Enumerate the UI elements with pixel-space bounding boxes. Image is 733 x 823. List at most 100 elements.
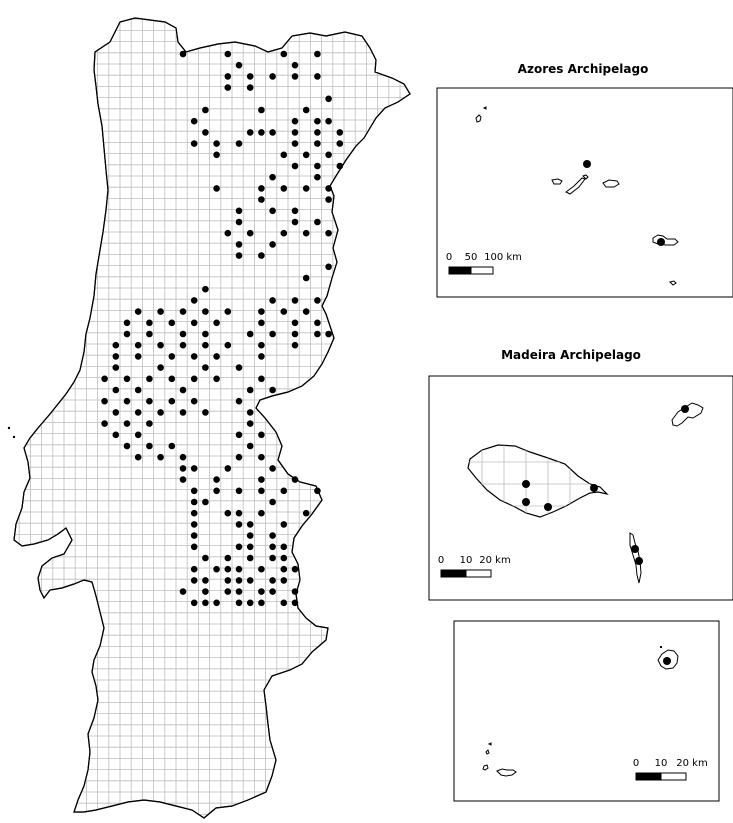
mainland-record — [269, 577, 276, 584]
mainland-record — [146, 330, 153, 338]
madeira-record — [635, 557, 643, 565]
mainland-record — [202, 330, 209, 338]
mainland-record — [146, 375, 153, 383]
mainland-record — [302, 151, 310, 159]
mainland-record — [269, 588, 276, 595]
mainland-record — [202, 308, 209, 315]
mainland-record — [302, 185, 310, 192]
mainland-record — [269, 73, 276, 80]
scale-label-0: 0 — [438, 555, 444, 566]
mainland-record — [190, 599, 198, 607]
mainland-record — [302, 229, 310, 237]
mainland-record — [134, 308, 142, 315]
mainland-record — [258, 599, 265, 607]
mainland-record — [325, 151, 332, 159]
mainland-record — [291, 129, 299, 136]
mainland-record — [146, 319, 153, 327]
mainland-record — [246, 442, 254, 450]
mainland-record — [190, 532, 198, 539]
mainland-record — [224, 588, 232, 595]
scale-label-1: 50 — [465, 252, 478, 263]
mainland-record — [134, 453, 142, 461]
mainland-record — [224, 565, 232, 573]
mainland-record — [280, 577, 288, 584]
mainland-record — [269, 386, 276, 394]
mainland-record — [336, 129, 344, 136]
mainland-record — [157, 364, 164, 371]
mainland-record — [280, 50, 288, 58]
mainland-record — [123, 319, 131, 327]
mainland-record — [213, 151, 220, 159]
mainland-record — [235, 241, 243, 248]
mainland-record — [202, 599, 209, 607]
mainland-record — [246, 577, 254, 584]
mainland-record — [202, 409, 209, 416]
mainland-record — [190, 521, 198, 528]
mainland-record — [123, 442, 131, 450]
mainland-record — [302, 509, 310, 517]
mainland-record — [202, 554, 209, 562]
mainland-record — [213, 319, 220, 327]
mainland-record — [291, 297, 299, 304]
island-santa-maria — [669, 280, 677, 286]
mainland-record — [190, 297, 198, 304]
scale-label-0: 0 — [633, 758, 639, 769]
mainland-record — [258, 252, 265, 259]
madeira-record — [631, 545, 639, 553]
selvagens-record — [663, 657, 671, 665]
mainland-record — [168, 397, 176, 405]
mainland-record — [280, 543, 288, 551]
mainland-record — [202, 588, 209, 595]
mainland-record — [280, 151, 288, 159]
mainland-record — [280, 554, 288, 562]
mainland-record — [291, 218, 299, 226]
mainland-record — [168, 353, 176, 360]
mainland-record — [235, 207, 243, 215]
mainland-record — [179, 341, 187, 349]
mainland-record — [302, 106, 310, 114]
mainland-record — [179, 453, 187, 461]
mainland-record — [314, 487, 321, 495]
island-sao-jorge — [565, 177, 586, 195]
mainland-record — [246, 554, 254, 562]
mainland-record — [291, 319, 299, 327]
mainland-record — [112, 364, 120, 371]
scale-label-2: 20 km — [676, 758, 707, 769]
scale-label-2: 20 km — [479, 555, 510, 566]
mainland-record — [202, 498, 209, 506]
mainland-record — [258, 196, 265, 203]
mainland-record — [258, 476, 265, 483]
mainland-record — [325, 330, 332, 338]
mainland-record — [314, 319, 321, 327]
mainland-record — [280, 487, 288, 495]
mainland-record — [302, 274, 310, 282]
scale-label-0: 0 — [446, 252, 452, 263]
mainland-record — [157, 308, 164, 315]
madeira-record — [681, 405, 689, 413]
mainland-records — [101, 50, 344, 607]
mainland-record — [314, 218, 321, 226]
mainland-record — [134, 353, 142, 360]
mainland-record — [190, 465, 198, 472]
mainland-record — [258, 341, 265, 349]
mainland-record — [179, 386, 187, 394]
mainland-portugal — [13, 17, 411, 819]
mainland-record — [246, 330, 254, 338]
mainland-record — [235, 453, 243, 461]
madeira-record — [522, 480, 530, 488]
island-terceira — [602, 179, 620, 188]
mainland-record — [269, 543, 276, 551]
madeira-title: Madeira Archipelago — [501, 348, 641, 362]
mainland-record — [235, 577, 243, 584]
mainland-record — [314, 297, 321, 304]
mainland-record — [146, 442, 153, 450]
mainland-record — [224, 554, 232, 562]
mainland-record — [235, 397, 243, 405]
mainland-record — [314, 73, 321, 80]
mainland-record — [202, 285, 209, 293]
mainland-record — [291, 117, 299, 125]
mainland-record — [213, 353, 220, 360]
mainland-record — [190, 487, 198, 495]
mainland-record — [280, 599, 288, 607]
